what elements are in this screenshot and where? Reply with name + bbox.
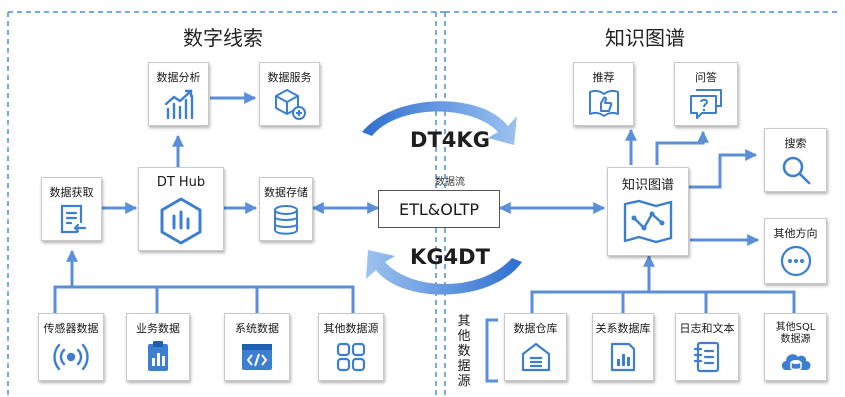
other-sql-label-line1: 其他SQL bbox=[775, 322, 816, 333]
data-warehouse-node[interactable]: 数据仓库 bbox=[504, 313, 567, 381]
recommend-node[interactable]: 推荐 bbox=[573, 62, 634, 126]
database-icon bbox=[274, 205, 298, 235]
cube-plus-icon bbox=[274, 89, 306, 120]
search-label: 搜索 bbox=[784, 137, 807, 150]
qa-label: 问答 bbox=[695, 71, 717, 84]
dt4kg-label: DT4KG bbox=[410, 128, 490, 152]
data-service-node[interactable]: 数据服务 bbox=[259, 62, 320, 126]
log-text-label: 日志和文本 bbox=[679, 322, 735, 335]
knowledge-graph-node[interactable]: 知识图谱 bbox=[607, 167, 689, 256]
sensor-data-label: 传感器数据 bbox=[43, 322, 99, 335]
knowledge-graph-label: 知识图谱 bbox=[621, 178, 674, 193]
right-connectors bbox=[485, 128, 796, 383]
etl-oltp-label: ETL&OLTP bbox=[399, 200, 479, 219]
search-node[interactable]: 搜索 bbox=[764, 128, 827, 192]
report-chart-icon bbox=[610, 342, 636, 372]
other-direction-label: 其他方向 bbox=[773, 227, 818, 240]
log-text-node[interactable]: 日志和文本 bbox=[675, 313, 739, 381]
other-source-label: 其他数据源 bbox=[323, 322, 379, 335]
wireless-signal-icon bbox=[53, 343, 89, 371]
dt-hub-node[interactable]: DT Hub bbox=[138, 167, 224, 251]
data-acquisition-label: 数据获取 bbox=[49, 186, 94, 199]
data-service-label: 数据服务 bbox=[267, 71, 312, 84]
etl-oltp-node[interactable]: ETL&OLTP bbox=[378, 190, 500, 228]
data-flow-label: 数据流 bbox=[435, 177, 465, 188]
bottom-curved-arrow bbox=[366, 250, 522, 295]
other-direction-node[interactable]: 其他方向 bbox=[764, 218, 827, 284]
left-connectors bbox=[53, 92, 380, 313]
more-options-icon bbox=[780, 245, 811, 277]
cloud-database-icon bbox=[781, 354, 810, 371]
data-warehouse-label: 数据仓库 bbox=[513, 322, 558, 335]
clipboard-chart-icon bbox=[148, 341, 168, 371]
relational-db-node[interactable]: 关系数据库 bbox=[592, 313, 654, 381]
data-analysis-node[interactable]: 数据分析 bbox=[148, 62, 209, 126]
document-import-icon bbox=[60, 204, 86, 234]
sensor-data-node[interactable]: 传感器数据 bbox=[38, 313, 104, 381]
qa-node[interactable]: 问答 bbox=[674, 62, 738, 126]
kg4dt-label: KG4DT bbox=[410, 245, 490, 269]
other-sources-char-5: 源 bbox=[457, 374, 471, 389]
other-sources-char-2: 他 bbox=[457, 329, 471, 344]
recommend-label: 推荐 bbox=[592, 71, 615, 84]
code-window-icon bbox=[242, 344, 272, 370]
other-sources-vertical-label: 其 他 数 据 源 bbox=[455, 314, 473, 389]
data-acquisition-node[interactable]: 数据获取 bbox=[41, 177, 102, 241]
left-title: 数字线索 bbox=[183, 26, 263, 50]
dt-hub-label: DT Hub bbox=[156, 175, 206, 190]
system-data-label: 系统数据 bbox=[235, 322, 279, 335]
bar-chart-icon bbox=[164, 89, 193, 120]
business-data-label: 业务数据 bbox=[136, 322, 180, 335]
chat-question-icon bbox=[690, 89, 722, 119]
other-sql-node[interactable]: 其他SQL 数据源 bbox=[764, 313, 827, 381]
relational-db-label: 关系数据库 bbox=[595, 322, 651, 335]
map-route-icon bbox=[623, 199, 673, 244]
search-icon bbox=[782, 156, 810, 185]
data-storage-label: 数据存储 bbox=[264, 186, 308, 199]
hexagon-bars-icon bbox=[160, 197, 202, 245]
thumbs-up-book-icon bbox=[588, 89, 619, 117]
business-data-node[interactable]: 业务数据 bbox=[126, 313, 190, 381]
warehouse-icon bbox=[521, 342, 550, 372]
system-data-node[interactable]: 系统数据 bbox=[224, 313, 290, 381]
other-sources-char-3: 数 bbox=[457, 344, 471, 359]
grid-apps-icon bbox=[336, 342, 366, 372]
other-sources-char-1: 其 bbox=[457, 314, 471, 329]
other-sql-label-line2: 数据源 bbox=[780, 334, 811, 345]
other-source-node[interactable]: 其他数据源 bbox=[318, 313, 384, 381]
other-sources-char-4: 据 bbox=[457, 359, 471, 374]
data-analysis-label: 数据分析 bbox=[156, 71, 201, 84]
data-storage-node[interactable]: 数据存储 bbox=[259, 177, 313, 241]
notebook-icon bbox=[693, 341, 720, 373]
right-title: 知识图谱 bbox=[605, 26, 685, 50]
top-curved-arrow bbox=[362, 101, 517, 145]
